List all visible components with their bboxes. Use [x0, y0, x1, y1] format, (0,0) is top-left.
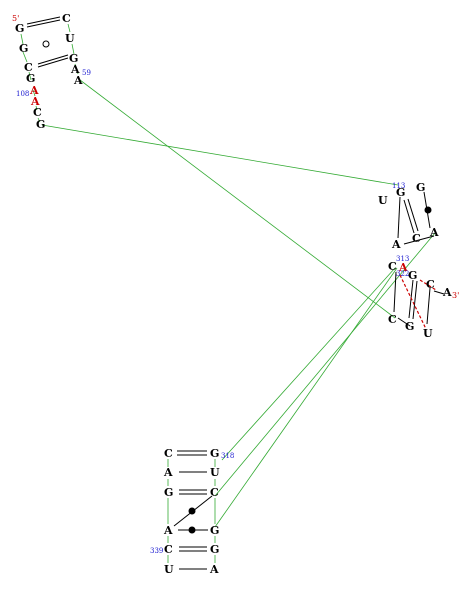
nt-g-bottom-2: G — [210, 524, 219, 537]
nt-a-bottom-1: A — [163, 466, 173, 479]
nt-c-right-middle-3: C — [388, 313, 397, 326]
gu-pair-filled-marker — [424, 206, 432, 214]
index-322: 322 — [396, 270, 409, 278]
nt-u-bottom-2: U — [164, 563, 174, 576]
nt-a-2: A — [73, 74, 83, 87]
nt-u-right-upper: U — [378, 194, 388, 207]
right-middle-segment: C A G C A C G U 3' 313 322 — [388, 255, 459, 340]
nt-g-1: G — [15, 22, 24, 35]
index-108: 108 — [16, 90, 29, 98]
nt-a-bottom-3: A — [209, 563, 219, 576]
link-right-upper-to-bottom-c — [214, 232, 436, 497]
nt-g-5: G — [36, 118, 45, 131]
link-a59-to-right-middle — [79, 79, 396, 319]
nt-c-right-middle-2: C — [426, 278, 435, 291]
nt-u-bottom-1: U — [210, 466, 220, 479]
nt-a-59: A — [70, 63, 80, 76]
nt-g-4: G — [26, 72, 35, 85]
nt-g-318: G — [210, 447, 219, 460]
nt-c-339: C — [164, 543, 173, 556]
nt-g-right-upper-2: G — [416, 181, 425, 194]
top-left-hairpin: G C G U C G G A A C G A A 5' 108 59 — [12, 12, 91, 131]
nt-a-right-upper-2: A — [391, 238, 401, 251]
right-upper-segment: U G G C A A 113 — [378, 181, 439, 251]
nt-c-1: C — [62, 12, 71, 25]
nt-a-3: A — [30, 95, 40, 108]
nt-g-bottom-1: G — [164, 486, 173, 499]
nt-a-right-upper-1: A — [429, 226, 439, 239]
link-right-middle-to-bottom-g — [214, 267, 398, 528]
nt-a-right-middle-2: A — [442, 286, 452, 299]
nt-a-right-middle-1: A — [398, 261, 408, 274]
nt-c-2: C — [24, 61, 33, 74]
nt-c-right-middle-1: C — [388, 260, 397, 273]
bottom-pair-filled-marker-2 — [188, 526, 196, 534]
index-313: 313 — [396, 255, 409, 263]
nt-a-highlight: A — [29, 84, 39, 97]
three-prime-label: 3' — [452, 291, 459, 300]
gu-pair-open-marker — [42, 40, 50, 48]
top-left-pairs — [26, 16, 69, 68]
tertiary-interaction-lines — [399, 274, 437, 330]
nt-g-bottom-3: G — [210, 543, 219, 556]
connection-lines — [41, 79, 436, 528]
nt-c-right-upper: C — [412, 232, 421, 245]
nt-g-right-middle-1: G — [408, 269, 417, 282]
nt-u-right-middle: U — [423, 327, 433, 340]
nt-c-3: C — [33, 106, 42, 119]
nt-a-bottom-2: A — [163, 524, 173, 537]
top-left-backbone — [20, 23, 79, 123]
bottom-helix-backbone — [167, 459, 216, 563]
nt-g-2: G — [19, 42, 28, 55]
nt-u-1: U — [65, 32, 75, 45]
link-bottom-g-to-right — [221, 267, 396, 461]
bottom-helix: C G A U G C A G C G U A 318 339 — [150, 447, 234, 576]
right-upper-lines — [397, 191, 435, 245]
link-g-to-right-upper — [41, 124, 399, 186]
bottom-pair-filled-marker-1 — [188, 507, 196, 515]
index-339: 339 — [150, 547, 163, 555]
nt-c-bottom-1: C — [164, 447, 173, 460]
index-59: 59 — [82, 69, 91, 77]
nt-c-bottom-2: C — [210, 486, 219, 499]
nt-g-right-upper-1: G — [396, 186, 405, 199]
five-prime-label: 5' — [12, 14, 19, 23]
nt-g-right-middle-2: G — [405, 320, 414, 333]
index-113: 113 — [392, 182, 405, 190]
index-318: 318 — [221, 452, 234, 460]
nt-g-3: G — [69, 52, 78, 65]
right-middle-lines — [393, 271, 445, 327]
